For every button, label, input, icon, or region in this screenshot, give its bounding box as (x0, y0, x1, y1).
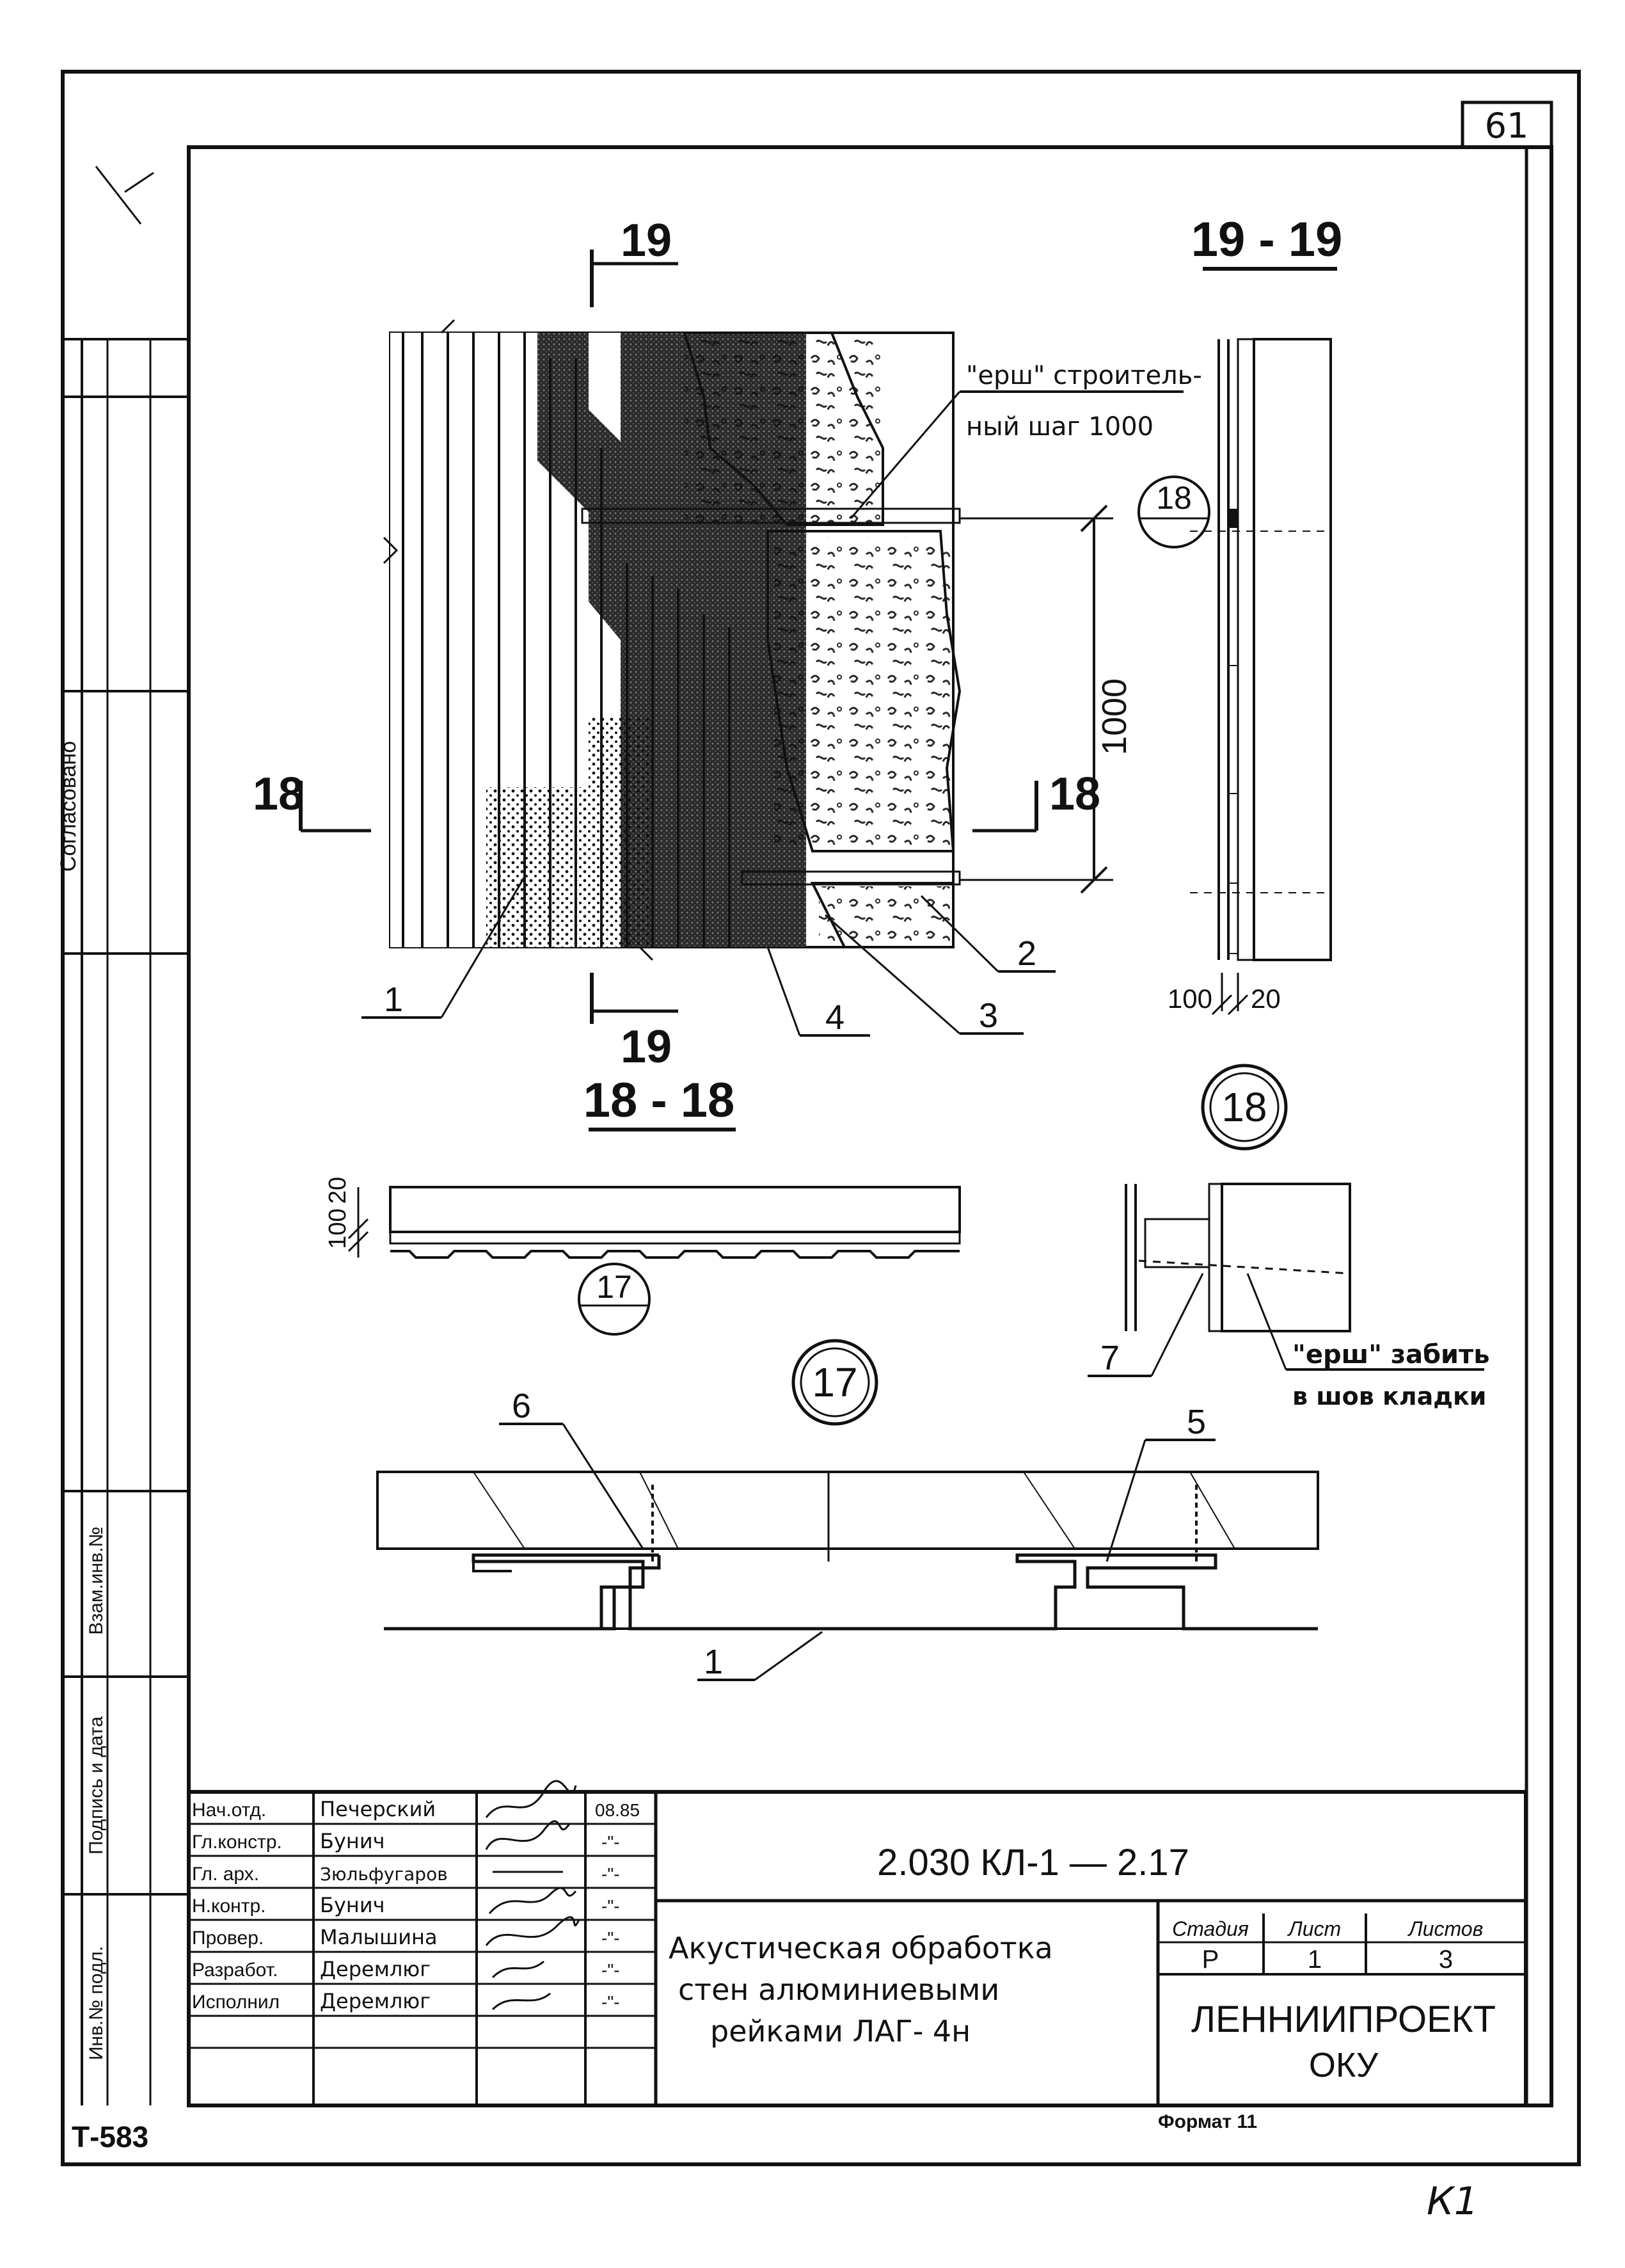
leader-7: 7 (1100, 1339, 1120, 1377)
title-block: 2.030 КЛ-1 — 2.17 Акустическая обработка… (187, 1780, 1528, 2107)
ersh-note-leader (850, 391, 961, 519)
mark-19-top: 19 (621, 215, 672, 266)
sheets-header: Листов (1407, 1917, 1484, 1940)
outer-border (61, 70, 1581, 2166)
ersh-note-line2: ный шаг 1000 (966, 412, 1153, 442)
title-line2: стен алюминиевыми (678, 1972, 999, 2007)
sheet-value: 1 (1308, 1945, 1322, 1974)
ersh-drive-line2: в шов кладки (1292, 1382, 1486, 1410)
sig-date-0: 08.85 (595, 1800, 640, 1820)
callout-17-circle: 17 (596, 1269, 632, 1305)
sig-role-3: Н.контр. (192, 1896, 266, 1917)
leader-6: 6 (512, 1387, 531, 1425)
callout-18-circle: 18 (1156, 480, 1192, 516)
sig-role-5: Разработ. (192, 1960, 278, 1981)
sig-date-4: -"- (601, 1928, 620, 1948)
sig-date-1: -"- (601, 1832, 620, 1852)
sig-date-6: -"- (601, 1992, 620, 2012)
sheet-number: 61 (1485, 106, 1529, 146)
ersh-drive-line1: "ерш" забить (1292, 1340, 1490, 1370)
side-label-agreed: Согласовано (56, 741, 81, 872)
detail-17: 17 6 5 1 (376, 1339, 1319, 1681)
stray-mark (95, 166, 154, 225)
mark-18-left: 18 (253, 769, 304, 820)
mark-19-bottom: 19 (621, 1021, 672, 1073)
dim-19-100: 100 (1168, 984, 1212, 1014)
sig-role-2: Гл. арх. (192, 1864, 259, 1885)
format-label: Формат 11 (1158, 2111, 1257, 2132)
sig-role-6: Исполнил (192, 1992, 280, 2013)
section-18-18: 18 - 18 100 20 17 (324, 1073, 961, 1336)
detail-18-title: 18 (1221, 1084, 1267, 1130)
sig-name-5: Деремлюг (320, 1957, 431, 1981)
dim-1000-label: 1000 (1095, 678, 1134, 755)
detail-18: 18 7 "ерш" забить в шов кладки (1088, 1064, 1490, 1410)
sig-role-1: Гл.констр. (192, 1832, 282, 1853)
dim-19-20: 20 (1251, 984, 1281, 1014)
side-label-replaced: Взам.инв.№ (86, 1526, 107, 1634)
dim-18-100: 100 (324, 1208, 351, 1249)
archive-number: Т-583 (72, 2120, 148, 2153)
dim-18-20: 20 (324, 1177, 351, 1204)
sig-date-3: -"- (601, 1896, 620, 1916)
mark-18-right: 18 (1049, 769, 1100, 820)
org-line2: ОКУ (1309, 2046, 1379, 2084)
org-line1: ЛЕННИИПРОЕКТ (1191, 1999, 1496, 2040)
section-19-title: 19 - 19 (1191, 212, 1343, 267)
sheet-mark: К1 (1427, 2179, 1478, 2224)
sig-role-0: Нач.отд. (192, 1800, 266, 1821)
leader-1: 1 (384, 980, 403, 1019)
sig-name-6: Деремлюг (320, 1989, 431, 2013)
sheet-header: Лист (1287, 1917, 1341, 1940)
sig-name-0: Печерский (320, 1797, 436, 1821)
sig-name-3: Бунич (320, 1893, 385, 1917)
stage-value: Р (1202, 1945, 1219, 1974)
section-marks: 19 19 18 18 (253, 215, 1100, 1073)
detail-17-title: 17 (812, 1359, 857, 1405)
sig-date-5: -"- (601, 1960, 620, 1980)
leader-1-detail: 1 (704, 1643, 723, 1681)
leader-4: 4 (825, 998, 844, 1037)
drawing-code: 2.030 КЛ-1 — 2.17 (877, 1842, 1189, 1883)
title-line1: Акустическая обработка (669, 1931, 1053, 1965)
side-label-inventory: Инв.№ подл. (86, 1946, 107, 2061)
leader-3: 3 (979, 996, 998, 1035)
stage-header: Стадия (1172, 1917, 1249, 1940)
section-18-title: 18 - 18 (583, 1073, 735, 1128)
side-label-signature: Подпись и дата (86, 1716, 107, 1855)
side-stamp: Согласовано Взам.инв.№ Подпись и дата Ин… (56, 338, 189, 2105)
handwritten-signatures (485, 1780, 580, 2011)
sig-name-4: Малышина (320, 1925, 438, 1949)
sig-name-2: Зюльфугаров (320, 1864, 448, 1885)
dimension-1000: 1000 (960, 504, 1134, 894)
leader-5: 5 (1187, 1403, 1206, 1441)
sig-date-2: -"- (601, 1864, 620, 1884)
sheets-value: 3 (1439, 1945, 1453, 1974)
title-line3: рейками ЛАГ- 4н (710, 2014, 971, 2048)
elevation-leaders: 1 2 3 4 (361, 876, 1056, 1037)
leader-2: 2 (1017, 934, 1036, 973)
sig-name-1: Бунич (320, 1829, 385, 1853)
section-19-19: 19 - 19 18 100 20 (1138, 212, 1343, 1016)
ersh-note-line1: "ерш" строитель- (966, 361, 1202, 390)
elevation-view (383, 319, 962, 961)
sig-role-4: Провер. (192, 1928, 264, 1949)
sheet-number-box (1461, 100, 1553, 147)
